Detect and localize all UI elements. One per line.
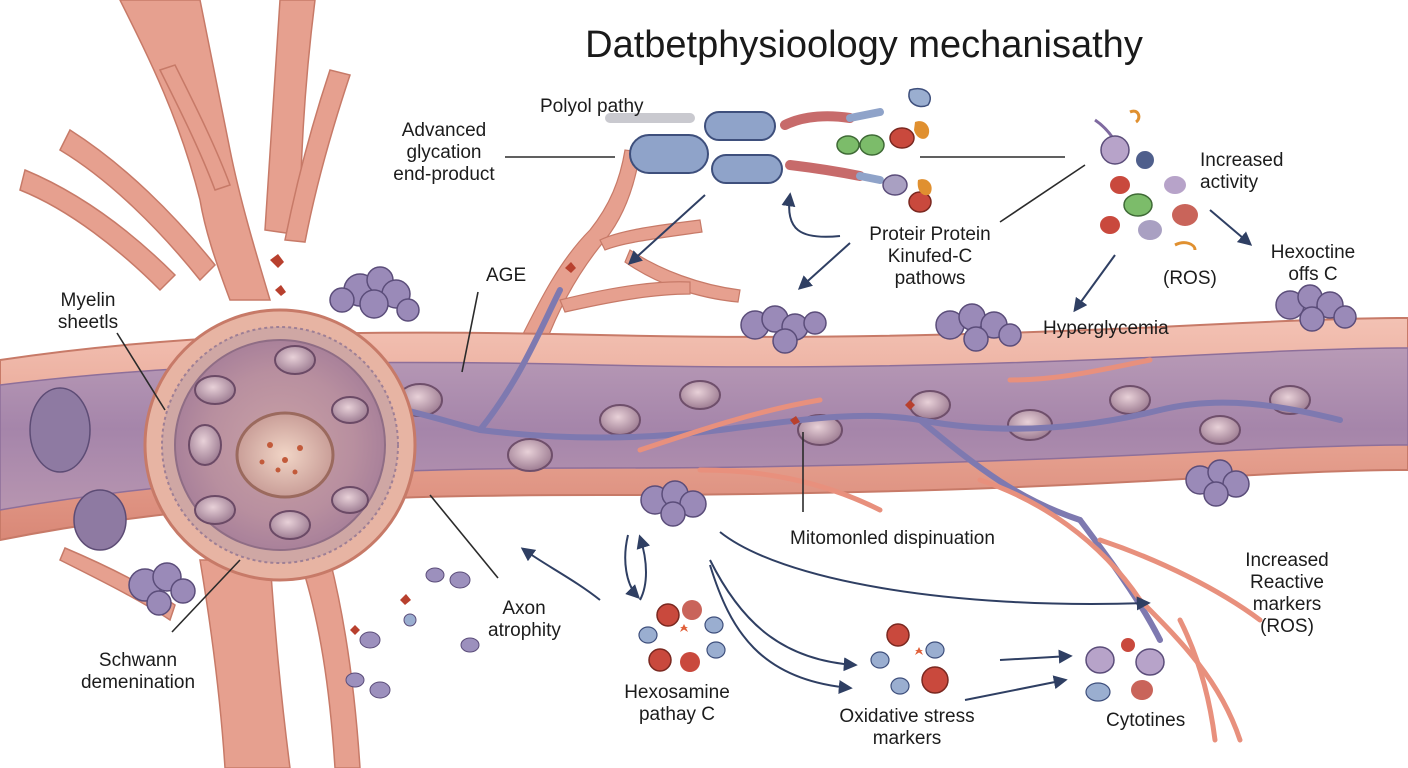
label-line: Advanced	[401, 120, 487, 141]
soma-organelles	[188, 345, 369, 540]
scattered-fragments	[345, 567, 480, 699]
label-line: pathay C	[638, 704, 716, 725]
label-line: Proteir Protein	[869, 224, 991, 245]
pink-fibers	[637, 357, 1263, 743]
label-line: Increased	[1200, 150, 1284, 171]
label-age: AGE	[486, 265, 527, 286]
hexosamine-molecules	[638, 600, 726, 672]
leader-lines	[116, 156, 1086, 633]
label-line: Schwann	[98, 650, 178, 671]
label-line: demenination	[80, 672, 196, 693]
label-line: Myelin	[60, 290, 116, 311]
diagram-title: Datbetphysioology mechanisathy	[585, 24, 1143, 66]
label-line: (ROS)	[1260, 616, 1314, 637]
label-line: markers	[872, 728, 942, 749]
nucleus-particles	[259, 442, 303, 475]
label-line: Axon	[502, 598, 546, 619]
label-increased-reactive: Increased Reactive markers (ROS)	[1232, 550, 1342, 638]
ros-cluster	[1094, 109, 1198, 251]
label-hexoctine: Hexoctine offs C	[1258, 242, 1368, 286]
left-myelin	[29, 387, 127, 551]
axon-vesicles	[397, 380, 1311, 472]
label-mitochondrial: Mitomonled dispinuation	[790, 528, 995, 549]
pathway-arrows	[520, 192, 1253, 701]
label-line: glycation	[406, 142, 482, 163]
label-polyol-pathway: Polyol pathy	[540, 96, 644, 117]
red-debris	[270, 254, 915, 635]
label-axon-atrophy: Axon atrophity	[488, 598, 561, 642]
polyol-molecules	[605, 88, 932, 213]
label-increased-activity: Increased activity	[1200, 150, 1283, 194]
label-line: atrophity	[488, 620, 561, 641]
label-myelin-sheaths: Myelin sheetls	[48, 290, 128, 334]
label-line: Kinufed-C	[887, 246, 973, 267]
receptor-clusters	[128, 266, 1357, 616]
label-line: markers	[1252, 594, 1322, 615]
label-oxidative-stress: Oxidative stress markers	[832, 706, 982, 750]
label-advanced-glycation: Advanced glycation end-product	[388, 120, 500, 186]
label-protein-kinase-c: Proteir Protein Kinufed-C pathows	[850, 224, 1010, 290]
label-line: Hexoctine	[1270, 242, 1356, 263]
label-schwann: Schwann demenination	[68, 650, 208, 694]
label-line: offs C	[1288, 264, 1338, 285]
label-line: Reactive	[1250, 572, 1324, 593]
label-line: sheetls	[57, 312, 119, 333]
nucleus	[235, 411, 335, 499]
label-ros: (ROS)	[1163, 268, 1217, 289]
upper-fibers	[519, 149, 741, 346]
label-line: Increased	[1245, 550, 1329, 571]
label-hexosamine: Hexosamine pathay C	[612, 682, 742, 726]
label-line: pathows	[894, 268, 966, 289]
cytokine-molecules	[1085, 638, 1165, 702]
label-cytokines: Cytotines	[1106, 710, 1186, 731]
label-line: Hexosamine	[624, 682, 730, 703]
label-line: Oxidative stress	[839, 706, 975, 727]
label-line: activity	[1200, 172, 1259, 193]
oxidative-molecules	[870, 623, 949, 695]
label-hyperglycemia: Hyperglycemia	[1043, 318, 1169, 339]
label-line: end-product	[393, 164, 495, 185]
dendrite-branches	[19, 0, 361, 768]
